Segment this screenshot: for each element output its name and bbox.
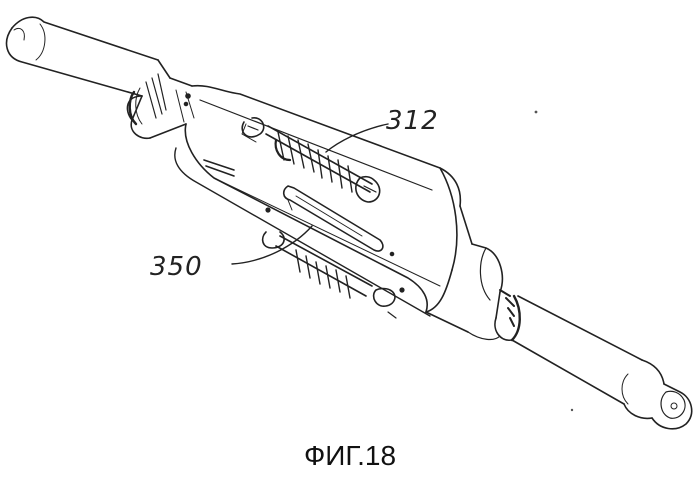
callout-label-312: 312 — [386, 106, 439, 136]
leader-line-350 — [232, 226, 312, 264]
left-shaft — [7, 17, 158, 96]
clamp-lower — [263, 232, 396, 318]
left-collar — [127, 60, 194, 138]
clamp-upper-312 — [242, 118, 380, 202]
right-collar — [426, 244, 520, 340]
callout-label-350: 350 — [150, 252, 203, 282]
figure-caption: ФИГ.18 — [0, 440, 700, 472]
right-shaft — [512, 296, 692, 429]
